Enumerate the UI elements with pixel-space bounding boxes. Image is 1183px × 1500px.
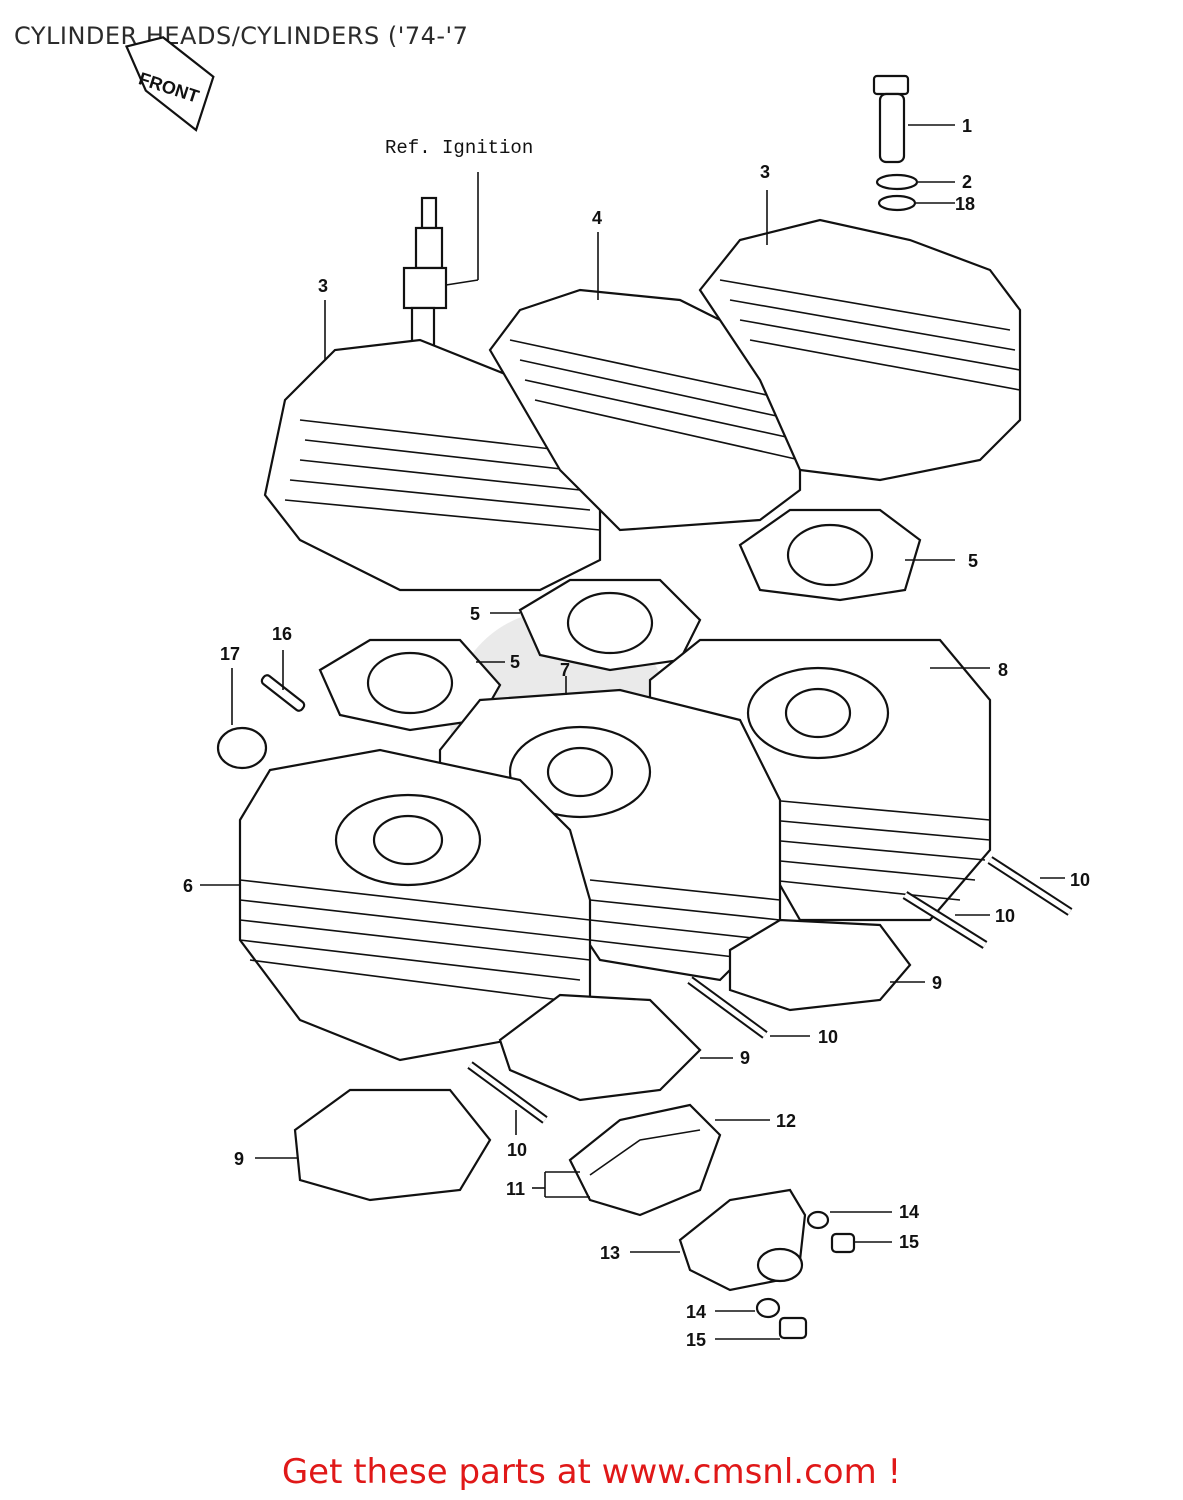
cylinder-right	[648, 638, 992, 922]
callout-11: 11	[506, 1179, 525, 1199]
cylinder-center	[438, 688, 782, 982]
intake-manifold	[678, 1188, 807, 1292]
callout-5-center: 5	[470, 604, 480, 624]
head-gasket-left	[318, 638, 502, 732]
cylinder-head-right	[698, 218, 1022, 482]
dowel-pin	[260, 674, 306, 712]
nut-15b	[778, 1316, 808, 1340]
callout-10-b: 10	[995, 906, 1015, 926]
callout-numbers: 1 2 18 3 3 4 5 5 5 16 17 7 8 6 10 10 10 …	[183, 116, 1090, 1350]
base-gasket-left	[293, 1088, 492, 1202]
callout-4: 4	[592, 208, 602, 228]
base-gasket-center	[498, 993, 702, 1102]
head-gasket-right	[738, 508, 922, 602]
ref-ignition-label: Ref. Ignition	[385, 137, 533, 159]
callout-10-d: 10	[507, 1140, 527, 1160]
o-ring	[216, 726, 268, 770]
washer-18	[877, 194, 917, 212]
leader-lines	[200, 190, 1065, 1340]
spark-plug	[402, 196, 448, 350]
callout-9-center: 9	[740, 1048, 750, 1068]
callout-6: 6	[183, 876, 193, 896]
washer-14b	[755, 1297, 781, 1319]
callout-18: 18	[955, 194, 975, 214]
stud-bolts	[467, 856, 1073, 1124]
callout-10-c: 10	[818, 1027, 838, 1047]
callout-14-a: 14	[899, 1202, 919, 1222]
base-gasket-right	[728, 918, 912, 1012]
callout-7: 7	[560, 660, 570, 680]
cylinder-head-left	[263, 338, 602, 592]
page-title: CYLINDER HEADS/CYLINDERS ('74-'7	[14, 22, 469, 50]
callout-3-right: 3	[760, 162, 770, 182]
nut-15a	[830, 1232, 856, 1254]
callout-9-left: 9	[234, 1149, 244, 1169]
footer-cta-link[interactable]: Get these parts at www.cmsnl.com !	[281, 1452, 902, 1492]
callout-13: 13	[600, 1243, 620, 1263]
callout-5-left: 5	[510, 652, 520, 672]
callout-17: 17	[220, 644, 240, 664]
callout-8: 8	[998, 660, 1008, 680]
cylinder-left	[238, 748, 592, 1062]
reed-valve	[568, 1103, 722, 1217]
callout-9-right: 9	[932, 973, 942, 993]
head-gasket-center	[518, 578, 702, 672]
washer-14a	[806, 1210, 830, 1230]
callout-15-a: 15	[899, 1232, 919, 1252]
callout-12: 12	[776, 1111, 796, 1131]
head-bolt	[872, 74, 910, 164]
callout-2: 2	[962, 172, 972, 192]
callout-5-right: 5	[968, 551, 978, 571]
callout-14-b: 14	[686, 1302, 706, 1322]
callout-1: 1	[962, 116, 972, 136]
callout-3-left: 3	[318, 276, 328, 296]
callout-16: 16	[272, 624, 292, 644]
washer-2	[875, 173, 919, 191]
front-arrow-icon: FRONT	[124, 36, 215, 132]
callout-10-a: 10	[1070, 870, 1090, 890]
callout-15-b: 15	[686, 1330, 706, 1350]
